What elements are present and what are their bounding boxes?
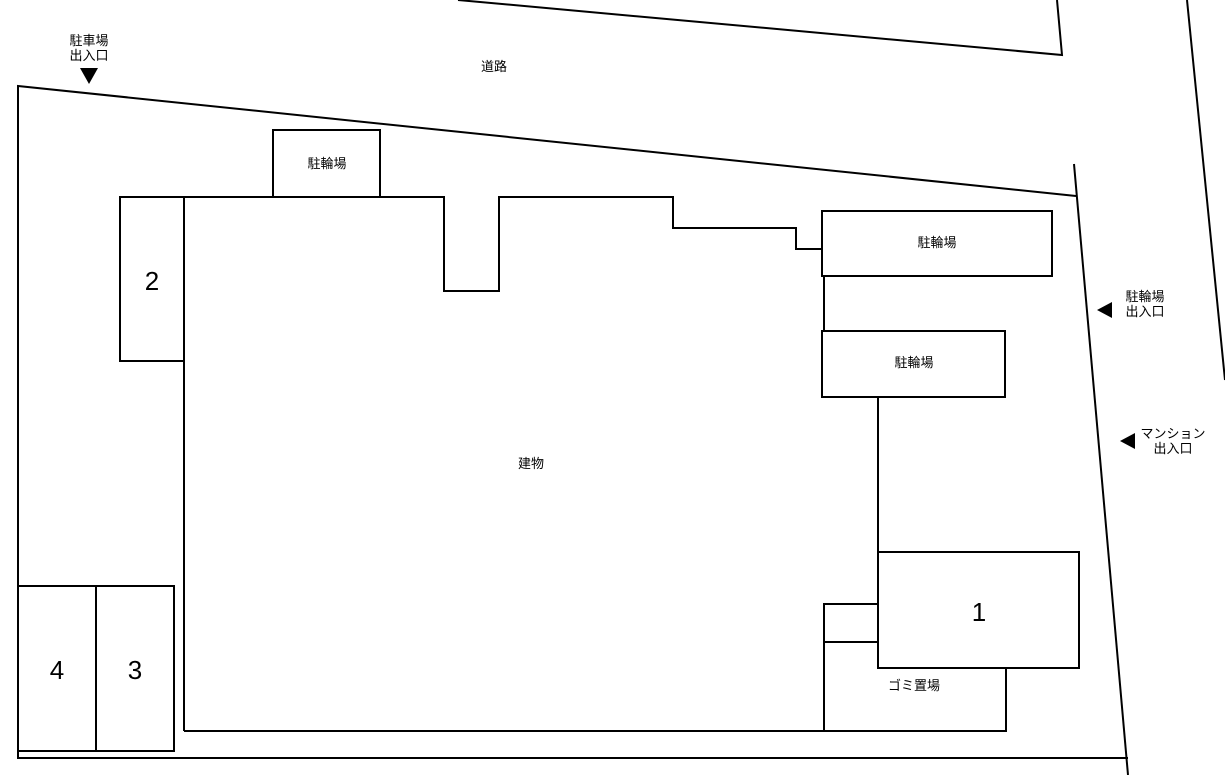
bike-parking-right-upper-label: 駐輪場 <box>917 235 956 251</box>
bike-entrance-label-2: 出入口 <box>1125 305 1164 320</box>
bike-entrance-label-1: 駐輪場 <box>1125 289 1164 305</box>
parking-entrance-label-2: 出入口 <box>69 49 108 64</box>
building-label: 建物 <box>518 457 544 472</box>
bike-parking-right-lower <box>821 330 1006 398</box>
bike-entrance-arrow-icon <box>1097 302 1112 318</box>
garbage-area-label: ゴミ置場 <box>888 678 940 694</box>
bike-parking-right-lower-label: 駐輪場 <box>894 355 933 371</box>
parking-space-1 <box>877 551 1080 669</box>
parking-space-1-number: 1 <box>972 597 986 627</box>
mansion-entrance-label-1: マンション <box>1140 427 1205 442</box>
parking-space-4-number: 4 <box>50 655 64 685</box>
mansion-entrance-label-2: 出入口 <box>1153 442 1192 457</box>
parking-space-4 <box>17 585 97 752</box>
parking-space-2 <box>119 196 185 362</box>
parking-space-2-number: 2 <box>145 266 159 296</box>
bike-parking-right-upper <box>821 210 1053 277</box>
property-boundary <box>17 84 1128 759</box>
bike-parking-top <box>272 129 381 198</box>
parking-entrance-arrow-icon <box>80 68 98 84</box>
bike-parking-top-label: 駐輪場 <box>307 156 346 172</box>
parking-space-3-number: 3 <box>128 655 142 685</box>
road-edge-right <box>1186 0 1225 381</box>
parking-entrance-label-1: 駐車場 <box>69 34 108 49</box>
road-label: 道路 <box>481 59 507 75</box>
road-edge-top <box>457 0 1064 57</box>
mansion-entrance-arrow-icon <box>1120 433 1135 449</box>
building-outline <box>184 196 822 292</box>
garbage-area-step <box>823 603 879 643</box>
property-boundary-east <box>1073 163 1129 775</box>
parking-space-3 <box>95 585 175 752</box>
